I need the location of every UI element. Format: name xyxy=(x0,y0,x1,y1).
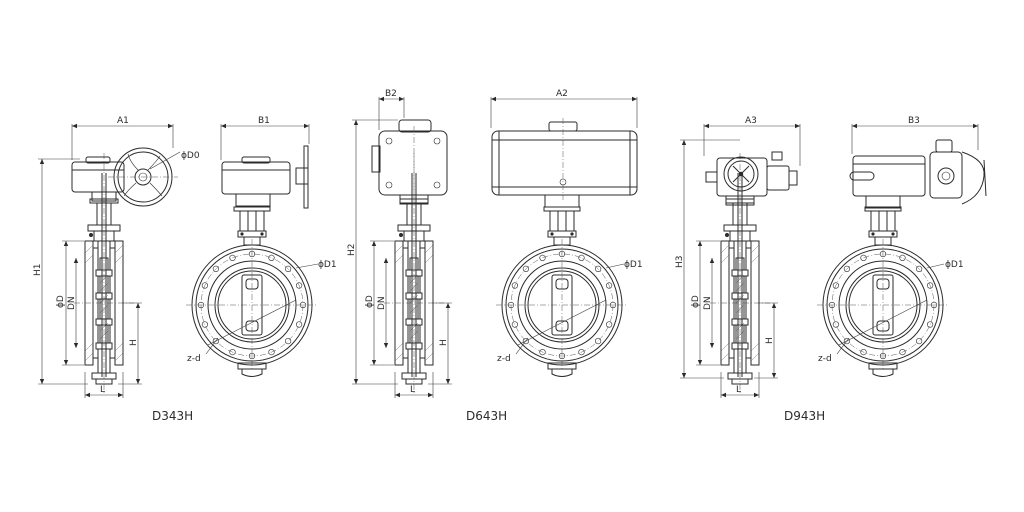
model-d943h: A3 B3 H3 ϕD DN H L ϕD1 z-d D943H xyxy=(675,116,987,423)
model-caption: D943H xyxy=(784,409,825,423)
dim-dn: DN xyxy=(67,296,77,310)
dim-l: L xyxy=(100,385,105,395)
dim-h1: H1 xyxy=(33,264,43,277)
model-d343h: A1 B1 H1 ϕD DN H L ϕD0 ϕD1 z-d D343H xyxy=(33,116,337,423)
dim-h: H xyxy=(129,339,139,346)
dim-a3: A3 xyxy=(745,116,757,126)
dim-a1: A1 xyxy=(117,116,129,126)
dim-zd: z-d xyxy=(187,354,201,364)
dim-b1: B1 xyxy=(258,116,270,126)
dim-l: L xyxy=(410,385,415,395)
dim-d1: ϕD1 xyxy=(945,260,964,270)
dim-d: ϕD xyxy=(365,295,375,308)
dim-d: ϕD xyxy=(691,295,701,308)
dim-b3: B3 xyxy=(908,116,920,126)
model-caption: D343H xyxy=(152,409,193,423)
dim-d0: ϕD0 xyxy=(181,151,200,161)
dim-d: ϕD xyxy=(56,295,66,308)
dim-h2: H2 xyxy=(347,244,357,257)
dim-d1: ϕD1 xyxy=(318,260,337,270)
dim-a2: A2 xyxy=(556,89,568,99)
model-d643h: B2 A2 H2 ϕD DN H L ϕD1 z-d D643H xyxy=(347,89,643,423)
dim-dn: DN xyxy=(703,296,713,310)
dim-h: H xyxy=(439,339,449,346)
dim-dn: DN xyxy=(377,296,387,310)
dim-d1: ϕD1 xyxy=(624,260,643,270)
dim-h3: H3 xyxy=(675,256,685,269)
dim-zd: z-d xyxy=(497,354,511,364)
dim-l: L xyxy=(736,385,741,395)
dim-b2: B2 xyxy=(385,89,397,99)
dim-h: H xyxy=(765,337,775,344)
model-caption: D643H xyxy=(466,409,507,423)
dim-zd: z-d xyxy=(818,354,832,364)
